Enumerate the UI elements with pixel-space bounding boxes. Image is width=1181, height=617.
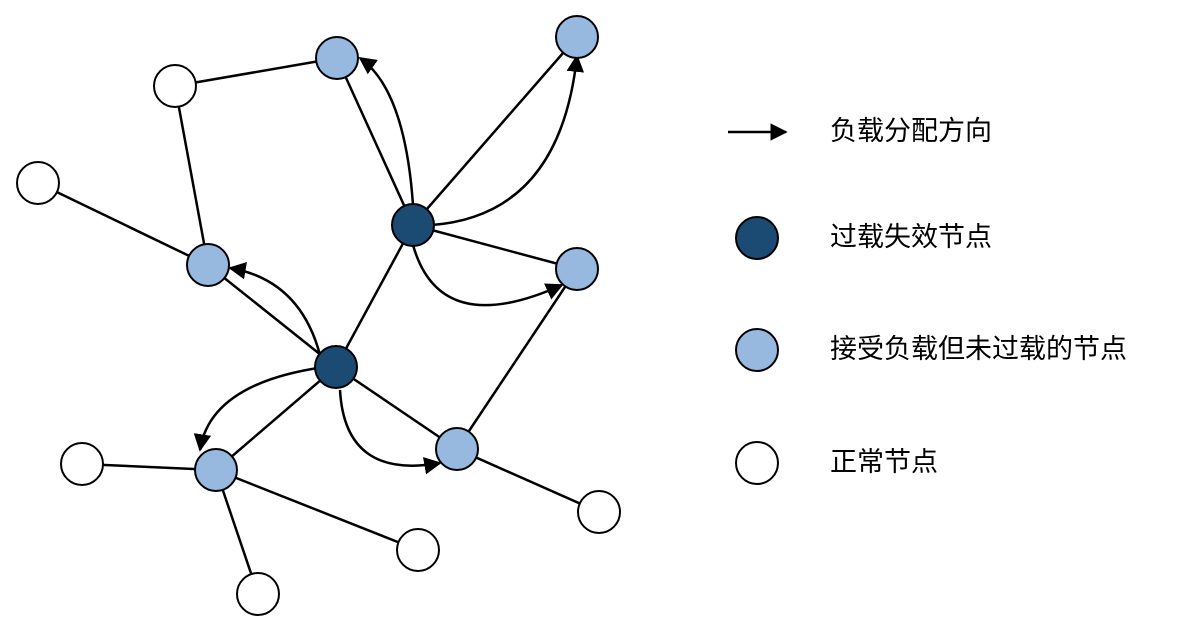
nodes — [16, 15, 621, 616]
edge — [335, 365, 458, 451]
loaded-node — [555, 247, 599, 291]
legend-failed-label: 过载失效节点 — [830, 222, 992, 253]
loaded-node — [315, 36, 359, 80]
legend-loaded: 接受负载但未过载的节点 — [720, 320, 1170, 380]
edges — [37, 36, 600, 595]
normal-node — [153, 64, 197, 108]
load-arrow — [228, 262, 322, 356]
edge — [81, 462, 217, 472]
normal-node — [396, 528, 440, 572]
legend-normal-label: 正常节点 — [830, 447, 938, 478]
failed-node-icon — [735, 216, 779, 260]
legend-arrow-label: 负载分配方向 — [830, 116, 992, 147]
loaded-node-icon — [735, 328, 779, 372]
legend-failed: 过载失效节点 — [720, 208, 1170, 268]
normal-node — [60, 442, 104, 486]
failed-node — [314, 345, 358, 389]
arrow-icon — [728, 123, 788, 141]
loaded-node — [194, 448, 238, 492]
loaded-node — [435, 427, 479, 471]
normal-node — [16, 161, 60, 205]
edge — [455, 268, 579, 450]
normal-node-icon — [735, 441, 779, 485]
failed-node — [391, 203, 435, 247]
edge — [173, 85, 210, 266]
load-arrow — [338, 389, 442, 475]
edge — [215, 366, 337, 471]
normal-node — [577, 490, 621, 534]
edge — [412, 36, 578, 226]
edge — [456, 447, 600, 514]
load-arrow — [193, 366, 319, 452]
loaded-node — [555, 15, 599, 59]
edge — [215, 468, 419, 552]
edge — [207, 264, 337, 368]
legend-normal: 正常节点 — [720, 433, 1170, 493]
edge — [174, 56, 338, 88]
legend-arrow: 负载分配方向 — [720, 102, 1170, 162]
edge — [412, 223, 578, 271]
edge — [335, 57, 415, 226]
load-arrow — [431, 54, 585, 227]
load-arrow — [411, 244, 564, 307]
edge — [334, 224, 415, 368]
load-arrow — [358, 56, 415, 206]
normal-node — [236, 572, 280, 616]
edge — [37, 181, 209, 267]
legend-loaded-label: 接受负载但未过载的节点 — [830, 334, 1127, 365]
load-arrows — [193, 54, 585, 475]
loaded-node — [186, 243, 230, 287]
